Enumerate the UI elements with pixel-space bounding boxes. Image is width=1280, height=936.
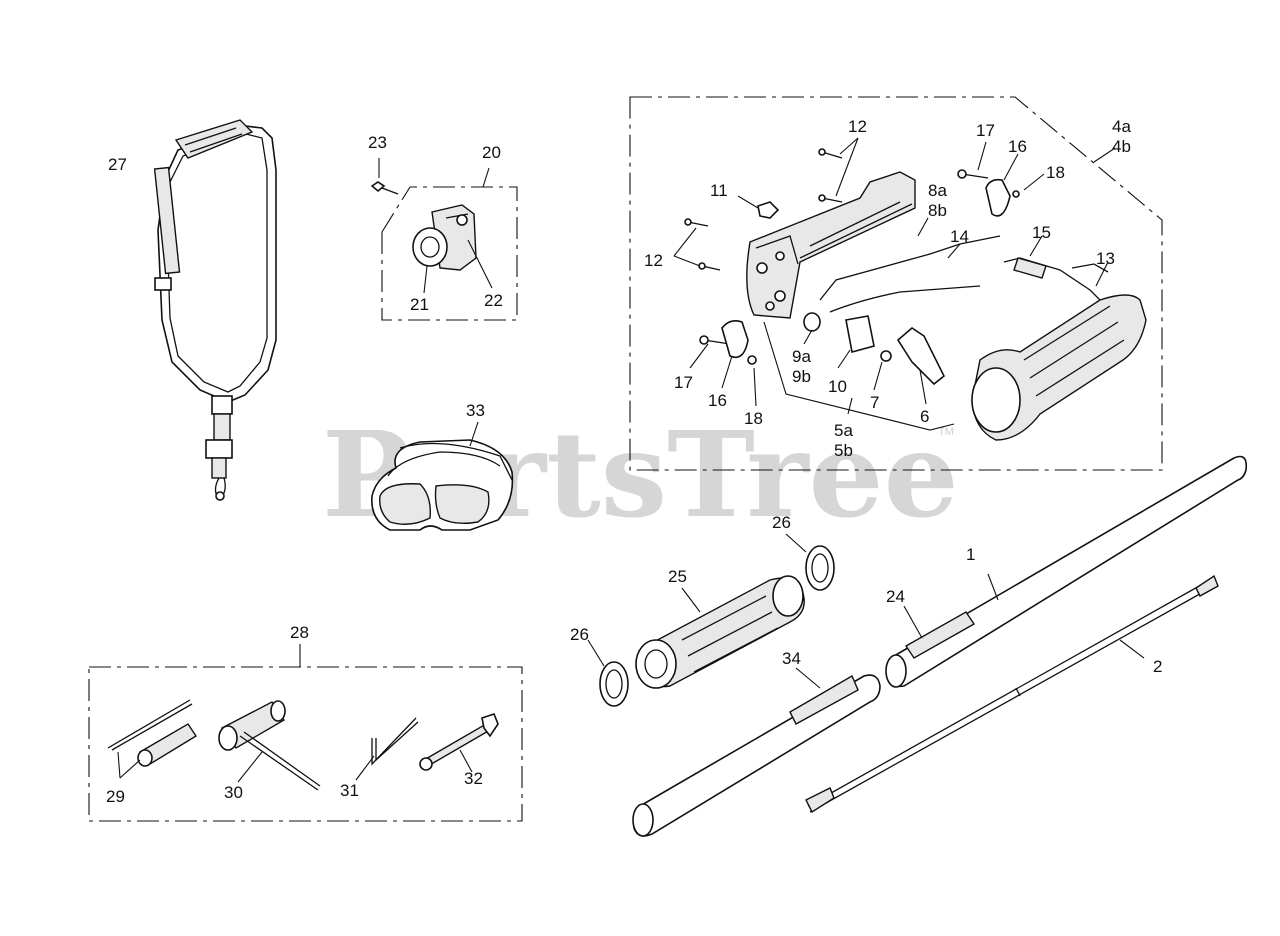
callout-29: 29 bbox=[106, 787, 125, 806]
callout-16-lower: 16 bbox=[708, 391, 727, 410]
callout-9b: 9b bbox=[792, 367, 811, 386]
callout-8a: 8a bbox=[928, 181, 947, 200]
callout-34: 34 bbox=[782, 649, 801, 668]
shoulder-strap-part-27 bbox=[153, 119, 277, 501]
callout-31: 31 bbox=[340, 781, 359, 800]
callout-labels: 1 2 4a 4b 5a 5b 6 7 8a 8b 9a 9b 10 11 12… bbox=[106, 117, 1162, 806]
callout-4b: 4b bbox=[1112, 137, 1131, 156]
callout-17-upper: 17 bbox=[976, 121, 995, 140]
callout-13: 13 bbox=[1096, 249, 1115, 268]
callout-30: 30 bbox=[224, 783, 243, 802]
callout-27: 27 bbox=[108, 155, 127, 174]
callout-12-left: 12 bbox=[644, 251, 663, 270]
callout-25: 25 bbox=[668, 567, 687, 586]
callout-23: 23 bbox=[368, 133, 387, 152]
throttle-clamp-group bbox=[370, 158, 518, 321]
watermark-trademark: TM bbox=[938, 426, 954, 438]
callout-11: 11 bbox=[710, 181, 728, 200]
callout-28: 28 bbox=[290, 623, 309, 642]
callout-8b: 8b bbox=[928, 201, 947, 220]
callout-22: 22 bbox=[484, 291, 503, 310]
callout-6: 6 bbox=[920, 407, 929, 426]
callout-14: 14 bbox=[950, 227, 969, 246]
shaft-group bbox=[587, 455, 1248, 837]
safety-goggles-part-33 bbox=[371, 421, 514, 531]
callout-24: 24 bbox=[886, 587, 905, 606]
handle-assembly-group bbox=[629, 96, 1163, 471]
callout-26-left: 26 bbox=[570, 625, 589, 644]
callout-10: 10 bbox=[828, 377, 847, 396]
callout-17-lower: 17 bbox=[674, 373, 693, 392]
callout-5b: 5b bbox=[834, 441, 853, 460]
callout-2: 2 bbox=[1153, 657, 1162, 676]
callout-9a: 9a bbox=[792, 347, 811, 366]
callout-33: 33 bbox=[466, 401, 485, 420]
tool-kit-group bbox=[88, 644, 523, 822]
callout-20: 20 bbox=[482, 143, 501, 162]
callout-15: 15 bbox=[1032, 223, 1051, 242]
callout-16-upper: 16 bbox=[1008, 137, 1027, 156]
callout-26-top: 26 bbox=[772, 513, 791, 532]
callout-21: 21 bbox=[410, 295, 429, 314]
callout-4a: 4a bbox=[1112, 117, 1131, 136]
callout-32: 32 bbox=[464, 769, 483, 788]
callout-5a: 5a bbox=[834, 421, 853, 440]
callout-7: 7 bbox=[870, 393, 879, 412]
callout-18-upper: 18 bbox=[1046, 163, 1065, 182]
callout-12-top: 12 bbox=[848, 117, 867, 136]
callout-18-lower: 18 bbox=[744, 409, 763, 428]
callout-1: 1 bbox=[966, 545, 975, 564]
